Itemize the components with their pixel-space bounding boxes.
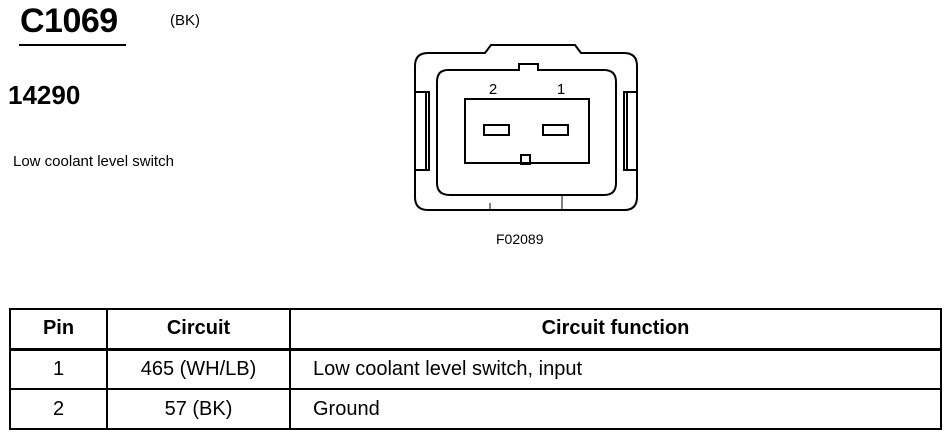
pin-label-1: 1 — [557, 81, 565, 98]
table-row: 1 465 (WH/LB) Low coolant level switch, … — [9, 348, 942, 390]
connector-description: Low coolant level switch — [13, 153, 174, 170]
pinout-table: Pin Circuit Circuit function 1 465 (WH/L… — [9, 308, 942, 430]
cell-circuit: 57 (BK) — [106, 388, 291, 430]
cell-circuit-function: Ground — [289, 388, 942, 430]
table-row: 2 57 (BK) Ground — [9, 388, 942, 430]
figure-id: F02089 — [496, 231, 544, 247]
left-latch — [414, 91, 430, 171]
connector-inner-shroud — [436, 63, 617, 196]
right-latch — [623, 91, 638, 171]
polarization-key — [520, 154, 531, 165]
cell-circuit: 465 (WH/LB) — [106, 348, 291, 390]
pin-label-2: 2 — [489, 81, 497, 98]
cell-pin: 1 — [9, 348, 108, 390]
part-number: 14290 — [8, 80, 81, 110]
connector-id: C1069 — [20, 2, 118, 40]
connector-color-code: (BK) — [170, 12, 200, 29]
connector-outer-housing — [414, 44, 638, 211]
header-circuit: Circuit — [106, 308, 291, 351]
header-pin: Pin — [9, 308, 108, 351]
connector-id-underline — [19, 44, 126, 46]
cell-pin: 2 — [9, 388, 108, 430]
connector-face-diagram: 2 1 — [414, 44, 638, 211]
cell-circuit-function: Low coolant level switch, input — [289, 348, 942, 390]
header-circuit-function: Circuit function — [289, 308, 942, 351]
pin-2-terminal — [483, 124, 510, 136]
pin-1-terminal — [542, 124, 569, 136]
table-header-row: Pin Circuit Circuit function — [9, 308, 942, 351]
